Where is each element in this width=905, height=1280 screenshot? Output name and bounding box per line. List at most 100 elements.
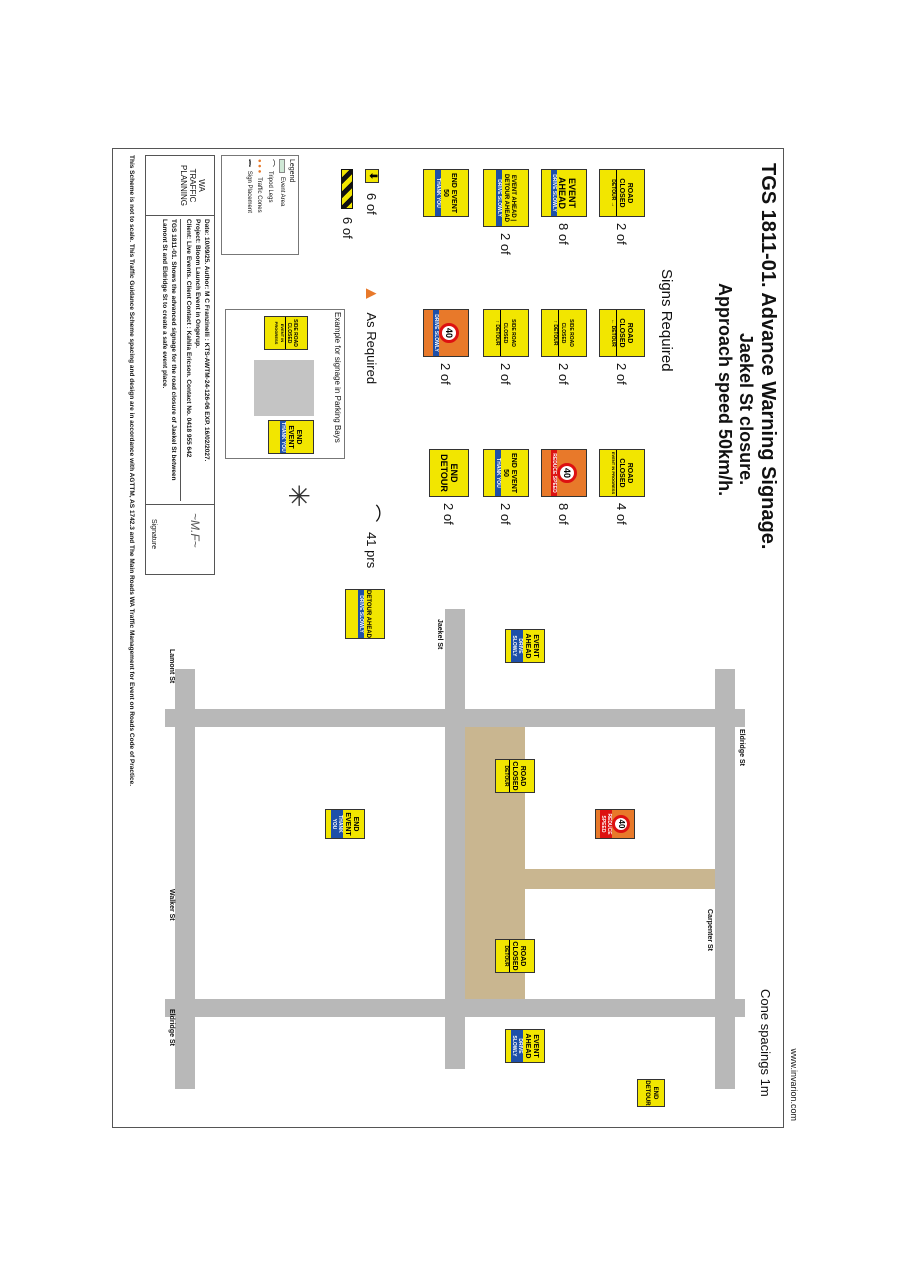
sign-strip: DETOUR (503, 940, 511, 972)
sign-text: END EVENT 50 (442, 172, 457, 214)
event-area-icon (279, 159, 285, 173)
end-event-sign: END EVENT THANK YOU (325, 809, 365, 839)
arrow-sign-icon: ⬇ (365, 169, 379, 183)
side-road-closed-sign: SIDE ROAD CLOSED EVENT IN PROGRESS (264, 316, 308, 350)
compass-icon: ✳ (283, 484, 314, 508)
sign-placement-icon: ▪━▪ (246, 159, 252, 167)
road-closed-event-sign: ROAD CLOSED EVENT IN PROGRESS (599, 449, 645, 497)
carpenter-st-label: Carpenter St (706, 909, 713, 952)
tripod-icon: ⌒ (361, 504, 381, 523)
sr-road-closed-event: ROAD CLOSED EVENT IN PROGRESS 4 of (599, 449, 645, 525)
sign-text: 40 (612, 815, 630, 833)
legend-item-tripod: ⌒ Tripod Legs (265, 159, 276, 251)
end-event-sign: END EVENT 50 THANK YOU (483, 449, 529, 497)
parking-example-title: Example for signage in Parking Bays (333, 312, 342, 443)
qty: 2 of (498, 233, 514, 255)
sign-text: DETOUR AHEAD (365, 590, 371, 639)
sign-strip: EVENT IN PROGRESS (610, 450, 618, 496)
sign-text: EVENT AHEAD (557, 176, 577, 209)
map: Carpenter St Eldridge St Eldridge St Wal… (145, 589, 773, 1109)
event-area-north (525, 869, 715, 889)
carpenter-st-road (715, 669, 735, 1089)
sign-text: ROAD CLOSED (618, 178, 634, 208)
cone-dot-icon: ● ● ● (256, 159, 262, 174)
walker-st-label: Walker St (168, 889, 175, 921)
road-closed-sign: ROAD CLOSED DETOUR → (599, 169, 645, 217)
sr-end-event: END EVENT 50 THANK YOU (423, 169, 469, 217)
forty-drive-slowly-sign: 40 DRIVE SLOWLY (423, 309, 469, 357)
legend-label: Sign Placement (246, 170, 253, 213)
side-road-closed-sign: SIDE ROAD CLOSED ↑ DETOUR (483, 309, 529, 357)
detail-line: Lamont St and Eldridge St to create a sa… (161, 219, 168, 389)
sign-strip: REDUCE SPEED (551, 450, 557, 496)
signs-required-grid: ROAD CLOSED DETOUR → 2 of EVENT AHEAD DR… (395, 169, 645, 589)
rotated-plan: TGS 1811-01. Advance Warning Signage. Ja… (113, 149, 799, 1129)
event-detour-ahead-sign: DETOUR AHEAD DRIVE SLOWLY (345, 589, 385, 639)
footer-note: This Scheme is not to scale. This Traffi… (128, 155, 135, 787)
sr-road-closed-detour-right: ROAD CLOSED DETOUR → 2 of (599, 169, 645, 245)
qty: 8 of (556, 223, 572, 245)
qty: 2 of (498, 363, 514, 385)
sign-strip: REDUCE SPEED (600, 810, 612, 838)
sign-text: 40 (557, 463, 577, 483)
website: www.invarion.com (789, 1048, 799, 1121)
sr-side-road-closed-1: SIDE ROAD CLOSED ↑ DETOUR 2 of (541, 309, 587, 385)
event-ahead-sign: EVENT AHEAD DRIVE SLOWLY (541, 169, 587, 217)
qty: 8 of (556, 503, 572, 525)
event-detour-ahead-sign: EVENT AHEAD | DETOUR AHEAD DRIVE SLOWLY (483, 169, 529, 227)
sign-text: END EVENT (344, 812, 359, 836)
sign-text: END EVENT (287, 425, 302, 449)
legend-label: Traffic Cones (256, 177, 262, 213)
title-block-details: Date: 10/09/25. Author: M C Franzinelli … (146, 216, 214, 504)
lamont-st-label: Lamont St (168, 649, 175, 684)
jaekel-st-stub (445, 609, 465, 729)
legend-item-event-area: Event Area (279, 159, 285, 251)
sr-40-drive-slowly: 40 DRIVE SLOWLY 2 of (423, 309, 469, 385)
side-road-closed-sign: SIDE ROAD CLOSED ↑ DETOUR (541, 309, 587, 357)
sign-text: ROAD CLOSED (618, 318, 634, 348)
sign-text: EVENT AHEAD | DETOUR AHEAD (503, 173, 516, 222)
parking-example: Example for signage in Parking Bays SIDE… (225, 309, 345, 459)
sign-strip: THANK YOU (280, 421, 286, 453)
traffic-cone-icon: ▲ (362, 284, 383, 303)
qty: 2 of (438, 363, 454, 385)
logo-line: TRAFFIC (188, 168, 197, 203)
jaekel-st-label: Jaekel St (436, 619, 443, 650)
legend: Legend Event Area ⌒ Tripod Legs ● ● ● Tr… (221, 155, 299, 255)
extra-items: ⬇ 6 of ▲ As Required ⌒ 41 prs (359, 169, 385, 568)
road-closed-sign: ROAD CLOSED DETOUR (495, 759, 535, 793)
legend-item-sign: ▪━▪ Sign Placement (246, 159, 253, 251)
detail-line: Date: 10/09/25. Author: M C Franzinelli … (203, 219, 210, 462)
plan-subtitle: Jaekel St closure. (736, 333, 756, 486)
sign-strip: THANK YOU (495, 450, 501, 496)
header: TGS 1811-01. Advance Warning Signage. Ja… (714, 163, 779, 583)
sign-strip: ↑ DETOUR (552, 310, 560, 356)
legend-label: Tripod Legs (267, 171, 274, 203)
tripod-qty: 41 prs (364, 532, 380, 569)
event-ahead-sign: EVENT AHEAD DRIVE SLOWLY (505, 629, 545, 663)
sign-text: ROAD CLOSED (511, 941, 527, 971)
sr-side-road-closed-2: SIDE ROAD CLOSED ↑ DETOUR 2 of (483, 309, 529, 385)
sign-strip: EVENT IN PROGRESS (273, 317, 287, 349)
logo-line: WA (197, 179, 206, 192)
cone-spacing-label: Cone spacings 1m (758, 989, 773, 1097)
title-block: WA TRAFFIC PLANNING Date: 10/09/25. Auth… (145, 155, 215, 575)
sign-strip: DETOUR → (610, 170, 618, 216)
eldridge-st-label-2: Eldridge St (168, 1009, 175, 1046)
sign-text: END DETOUR (439, 454, 459, 492)
sign-text: ROAD CLOSED (618, 458, 634, 488)
signature-box: ~M.F~ Signature (146, 504, 214, 574)
plan-speed: Approach speed 50km/h. (715, 283, 735, 497)
qty: 2 of (441, 503, 457, 525)
sr-road-closed-detour-left: ROAD CLOSED ← DETOUR 2 of (599, 309, 645, 385)
qty: 2 of (614, 363, 630, 385)
sign-strip: DETOUR (503, 760, 511, 792)
eldridge-st-road (165, 999, 745, 1017)
end-detour-sign: END DETOUR (429, 449, 469, 497)
qty: 2 of (614, 223, 630, 245)
barrier-icon (341, 169, 354, 209)
sr-event-ahead: EVENT AHEAD DRIVE SLOWLY 8 of (541, 169, 587, 245)
sign-strip: DRIVE SLOWLY (358, 590, 364, 638)
reduce-speed-sign: 40 REDUCE SPEED (595, 809, 635, 839)
end-event-sign: END EVENT 50 THANK YOU (423, 169, 469, 217)
